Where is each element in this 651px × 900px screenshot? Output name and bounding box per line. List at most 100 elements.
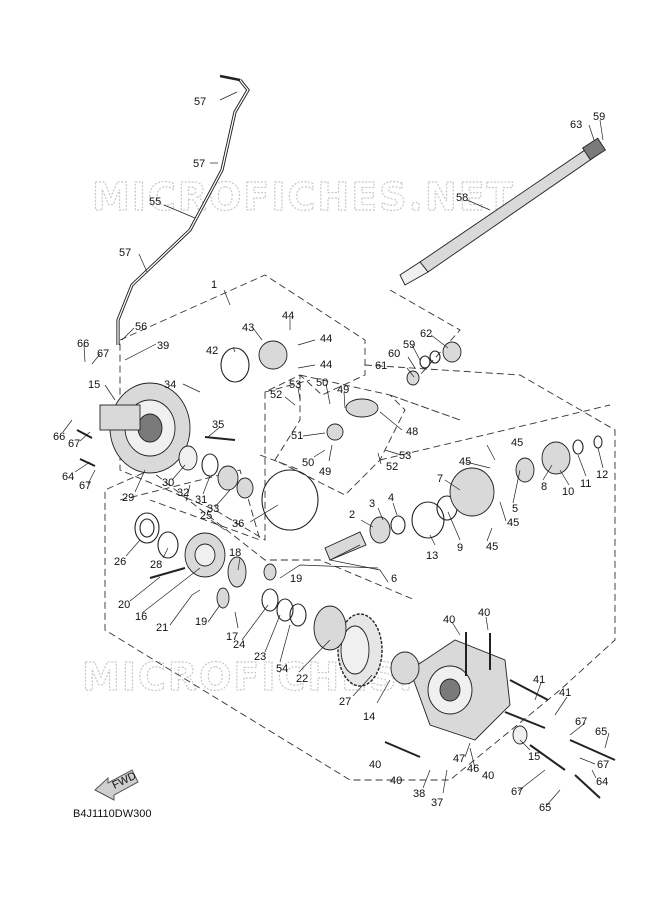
callout-44-b: 44 xyxy=(320,333,332,345)
bolts xyxy=(76,429,616,799)
callout-40-e: 40 xyxy=(482,770,494,782)
rings-and-bearings xyxy=(134,340,603,745)
callout-13: 13 xyxy=(426,550,438,562)
callout-30: 30 xyxy=(162,477,174,489)
callout-58: 58 xyxy=(456,192,468,204)
callout-53-lower: 53 xyxy=(399,450,411,462)
fwd-arrow-icon: FWD xyxy=(94,769,139,801)
callout-65-lower: 65 xyxy=(539,802,551,814)
callout-51: 51 xyxy=(291,430,303,442)
callout-8: 8 xyxy=(541,481,547,493)
callout-45-c: 45 xyxy=(507,517,519,529)
callout-67-f: 67 xyxy=(597,759,609,771)
callout-17: 17 xyxy=(226,631,238,643)
propeller-shaft xyxy=(399,137,606,286)
callout-44-c: 44 xyxy=(320,359,332,371)
callout-67-c: 67 xyxy=(79,480,91,492)
pinion-gear xyxy=(324,531,367,561)
callout-38: 38 xyxy=(413,788,425,800)
callout-6: 6 xyxy=(391,573,397,585)
callout-65-upper: 65 xyxy=(595,726,607,738)
callout-25: 25 xyxy=(200,510,212,522)
breather-hose xyxy=(116,74,250,345)
callout-20: 20 xyxy=(118,599,130,611)
rear-housing xyxy=(99,382,191,474)
callout-34: 34 xyxy=(164,379,176,391)
callout-48: 48 xyxy=(406,426,418,438)
callout-18: 18 xyxy=(229,547,241,559)
callout-61: 61 xyxy=(375,360,387,372)
callout-46: 46 xyxy=(467,763,479,775)
callout-66-upper: 66 xyxy=(77,338,89,350)
callout-9: 9 xyxy=(457,542,463,554)
callout-27: 27 xyxy=(339,696,351,708)
callout-59-top: 59 xyxy=(593,111,605,123)
callout-22: 22 xyxy=(296,673,308,685)
callout-47: 47 xyxy=(453,753,465,765)
callout-11: 11 xyxy=(580,478,591,490)
callout-59-mid: 59 xyxy=(403,339,415,351)
callout-33: 33 xyxy=(207,503,219,515)
differential-carrier xyxy=(184,532,226,578)
callout-41-upper: 41 xyxy=(533,674,545,686)
callout-49-lower: 49 xyxy=(319,466,331,478)
callout-67-b: 67 xyxy=(68,438,80,450)
front-housing xyxy=(409,639,511,741)
callout-40-b: 40 xyxy=(478,607,490,619)
callout-67-d: 67 xyxy=(575,716,587,728)
callout-26: 26 xyxy=(114,556,126,568)
callout-29: 29 xyxy=(122,492,134,504)
ring-gear xyxy=(313,605,383,687)
callout-45-d: 45 xyxy=(486,541,498,553)
callout-28: 28 xyxy=(150,559,162,571)
callout-1: 1 xyxy=(211,279,217,291)
callout-2: 2 xyxy=(349,509,355,521)
callout-40-d: 40 xyxy=(390,775,402,787)
callout-54: 54 xyxy=(276,663,288,675)
callout-4: 4 xyxy=(388,492,394,504)
callout-15-left: 15 xyxy=(88,379,100,391)
callout-19-lower: 19 xyxy=(195,616,207,628)
callout-19-upper: 19 xyxy=(290,573,302,585)
callout-14: 14 xyxy=(363,711,375,723)
callout-40-a: 40 xyxy=(443,614,455,626)
callout-36: 36 xyxy=(232,518,244,530)
callout-35: 35 xyxy=(212,419,224,431)
callout-62: 62 xyxy=(420,328,432,340)
callout-7: 7 xyxy=(437,473,443,485)
callout-21: 21 xyxy=(156,622,168,634)
callout-63: 63 xyxy=(570,119,582,131)
callout-45-b: 45 xyxy=(459,456,471,468)
callout-15-right: 15 xyxy=(528,751,540,763)
callout-41-lower: 41 xyxy=(559,687,571,699)
leader-lines xyxy=(62,91,610,806)
diagram-code: B4J1110DW300 xyxy=(73,808,151,820)
callout-40-c: 40 xyxy=(369,759,381,771)
callout-12: 12 xyxy=(596,469,608,481)
callout-57-mid: 57 xyxy=(193,158,205,170)
watermark-top: MICROFICHES.NET xyxy=(92,175,515,219)
callout-10: 10 xyxy=(562,486,574,498)
callout-5: 5 xyxy=(512,503,518,515)
callout-3: 3 xyxy=(369,498,375,510)
callout-67-e: 67 xyxy=(511,786,523,798)
callout-52-upper: 52 xyxy=(270,389,282,401)
callout-50-lower: 50 xyxy=(302,457,314,469)
callout-50-upper: 50 xyxy=(316,377,328,389)
callout-42: 42 xyxy=(206,345,218,357)
callout-labels: 1 2 3 4 5 6 7 8 9 10 11 12 13 14 15 15 1… xyxy=(53,96,609,814)
callout-57-top: 57 xyxy=(194,96,206,108)
callout-23: 23 xyxy=(254,651,266,663)
callout-64-right: 64 xyxy=(596,776,608,788)
callout-39: 39 xyxy=(157,340,169,352)
callout-31: 31 xyxy=(195,494,207,506)
assembly-outlines xyxy=(104,274,616,781)
callout-57-low: 57 xyxy=(119,247,131,259)
callout-43: 43 xyxy=(242,322,254,334)
callout-60: 60 xyxy=(388,348,400,360)
callout-24: 24 xyxy=(233,639,245,651)
callout-55: 55 xyxy=(149,196,161,208)
callout-49-upper: 49 xyxy=(337,384,349,396)
callout-32: 32 xyxy=(177,487,189,499)
